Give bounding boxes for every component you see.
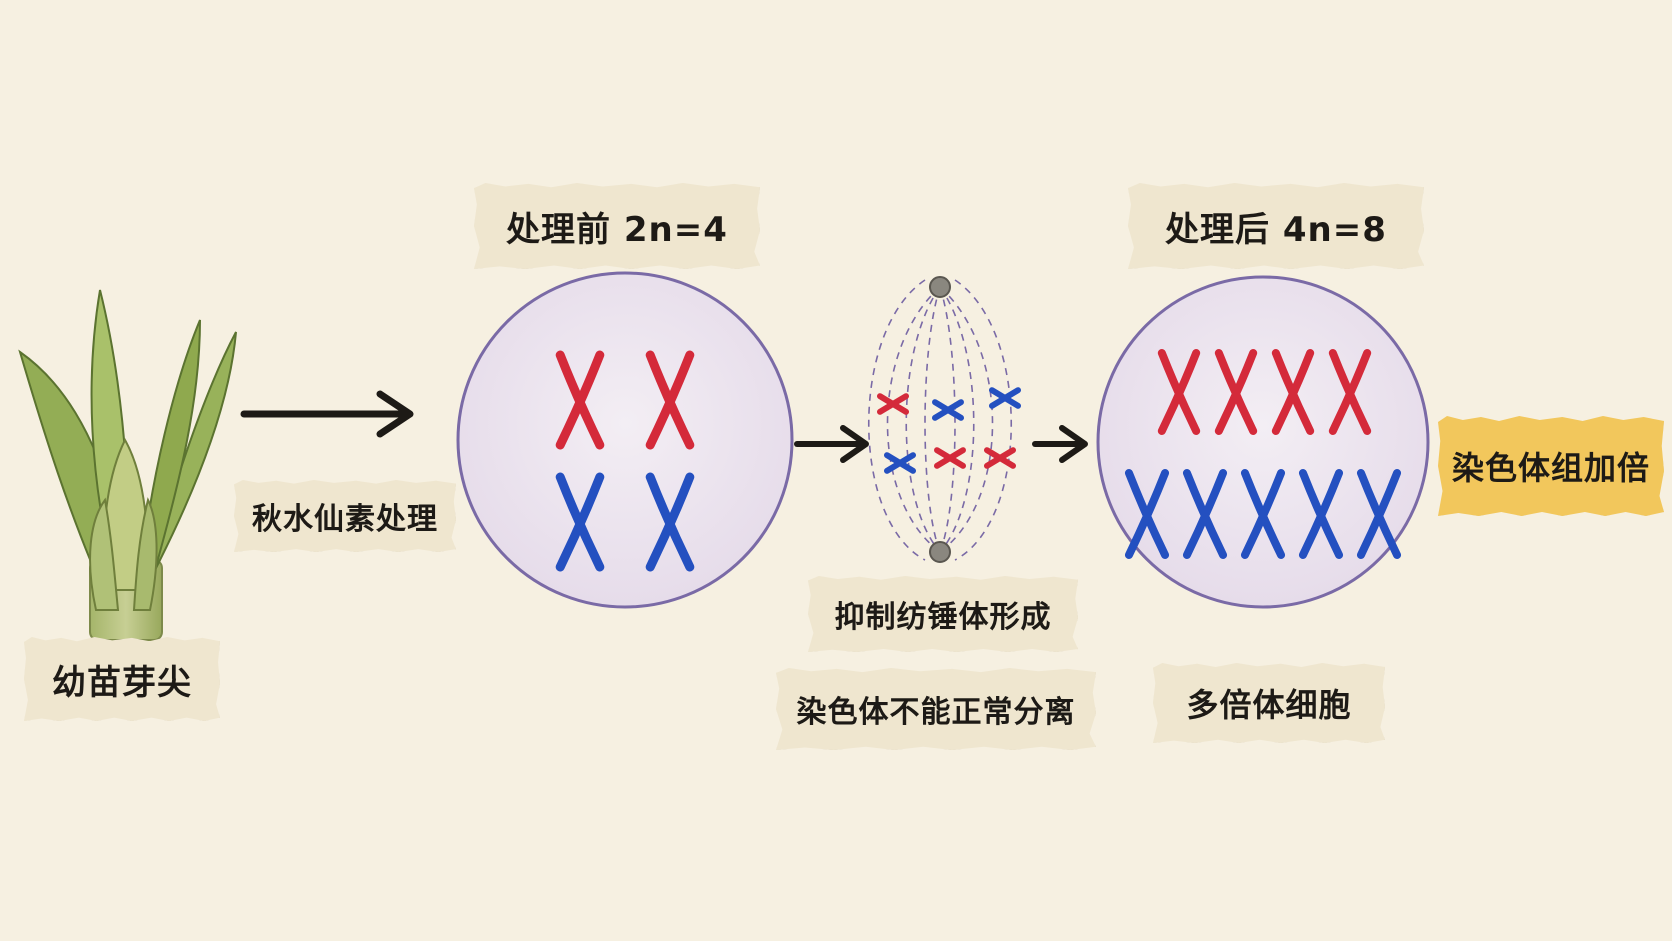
label-treatment: 秋水仙素处理 (234, 480, 456, 552)
spindle-pole-top (929, 276, 951, 298)
seedling-illustration (18, 289, 237, 641)
chromosome-blue (645, 472, 695, 572)
spindle-chromosome-red (877, 393, 909, 415)
label-seedling: 幼苗芽尖 (24, 637, 220, 721)
label-after: 处理后 4n=8 (1128, 183, 1424, 269)
cell-before-membrane (456, 271, 794, 609)
seedling-leaf-inner-right (138, 319, 201, 583)
chromosome-blue (1298, 469, 1344, 559)
spindle-chromosome-blue (989, 387, 1021, 409)
arrow-to-spindle (794, 425, 869, 463)
arrow-to-polyploid (1032, 425, 1088, 463)
chromosome-blue (1240, 469, 1286, 559)
spindle-chromosome-red (934, 447, 966, 469)
spindle-illustration (867, 276, 1021, 563)
chromosome-blue (1124, 469, 1170, 559)
spindle-chromosomes (877, 387, 1021, 474)
spindle-chromosome-blue (884, 452, 916, 474)
cell-after-membrane (1096, 275, 1430, 609)
cell-before-chromosomes (555, 350, 695, 572)
chromosome-blue (1356, 469, 1402, 559)
chromosome-blue (1182, 469, 1228, 559)
cell-after (1096, 275, 1430, 609)
spindle-fibers (867, 279, 1013, 561)
cell-after-chromosomes (1124, 349, 1402, 559)
cell-before (456, 271, 794, 609)
spindle-chromosome-blue (932, 399, 964, 421)
chromosome-red (555, 350, 605, 450)
chromosome-red (1214, 349, 1258, 435)
arrow-treatment (240, 390, 414, 438)
chromosome-red (1271, 349, 1315, 435)
seedling-leaf-front-left (89, 497, 120, 611)
chromosome-red (645, 350, 695, 450)
spindle-chromosome-red (984, 447, 1016, 469)
chromosome-blue (555, 472, 605, 572)
label-no-separation: 染色体不能正常分离 (776, 668, 1096, 750)
label-before: 处理前 2n=4 (474, 183, 760, 269)
label-doubled: 染色体组加倍 (1438, 416, 1664, 516)
label-inhibit: 抑制纺锤体形成 (808, 576, 1078, 652)
seedling-leaf-front-right (132, 497, 158, 611)
chromosome-red (1328, 349, 1372, 435)
spindle-pole-bottom (929, 541, 951, 563)
chromosome-red (1157, 349, 1201, 435)
label-polyploid: 多倍体细胞 (1153, 663, 1385, 743)
